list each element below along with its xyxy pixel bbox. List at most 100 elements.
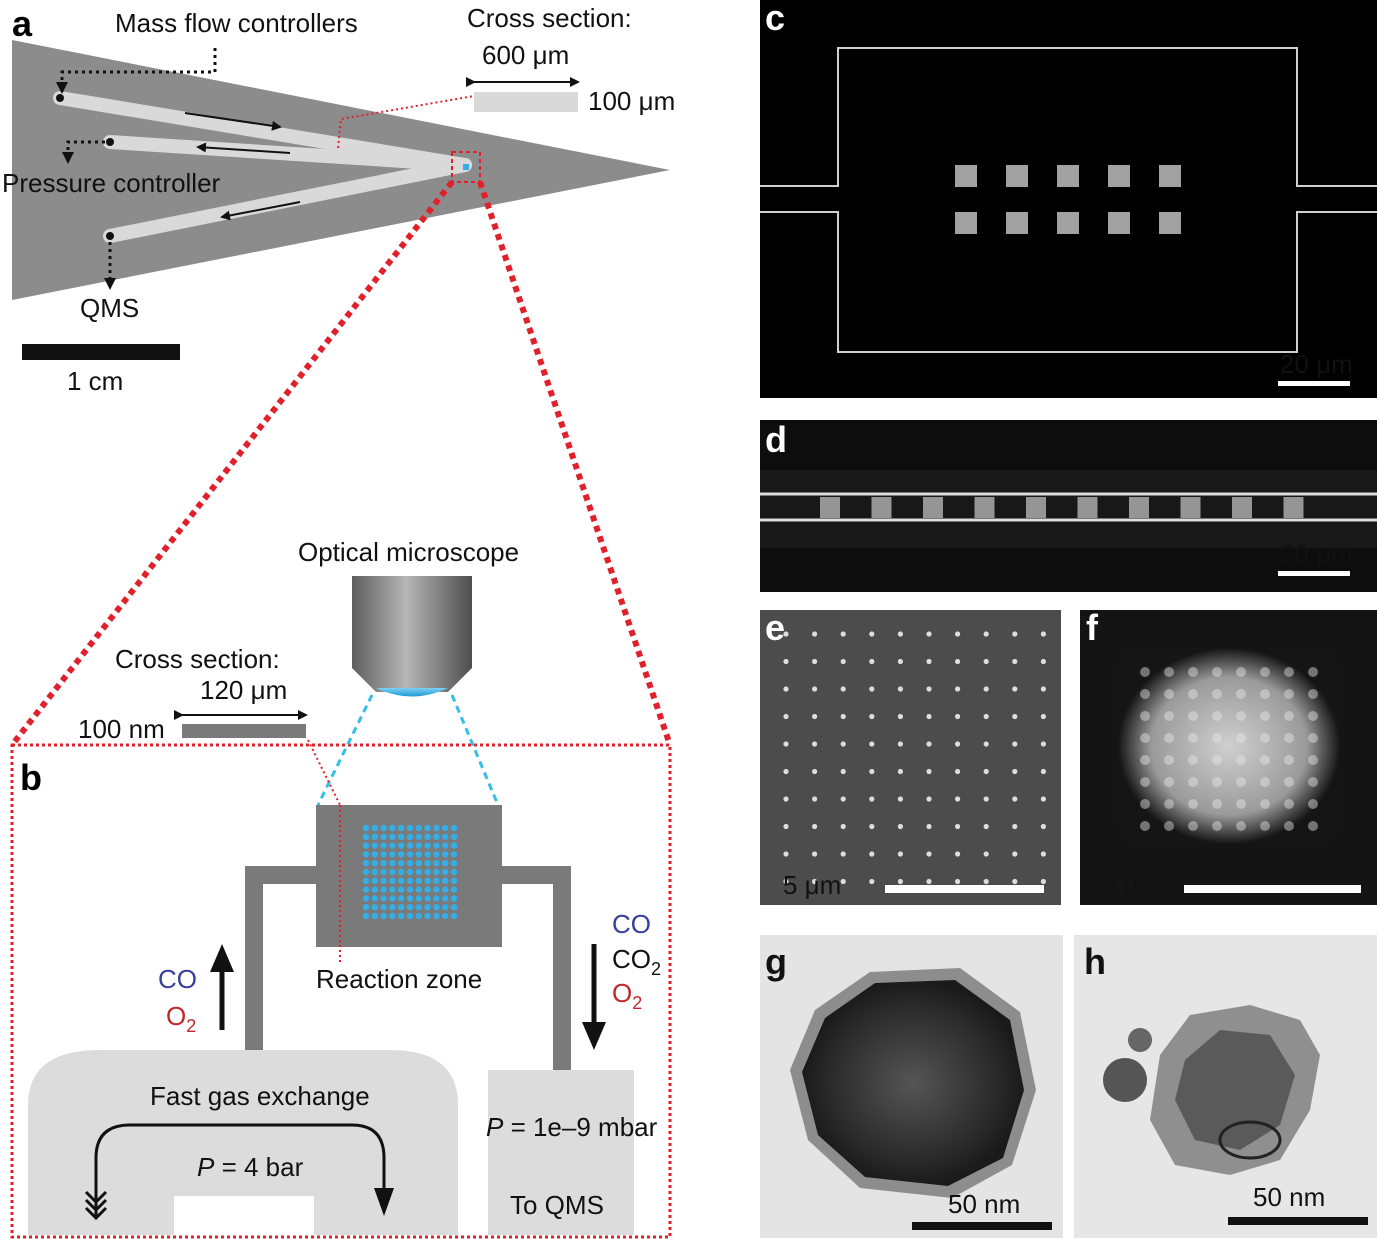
- fluorescence-spot: [1164, 777, 1174, 787]
- out-co2-label: CO2: [612, 944, 661, 979]
- sem-dot: [1040, 823, 1046, 830]
- nanoparticle-dot: [371, 860, 378, 867]
- sem-dot: [840, 823, 846, 830]
- particle-square: [1006, 165, 1028, 187]
- fluorescence-spot: [1236, 799, 1246, 809]
- sem-dot: [897, 631, 904, 637]
- panel-c-scale-label: 20 μm: [1280, 349, 1353, 379]
- nanoparticle-dot: [380, 895, 387, 902]
- cross-section-b-label: Cross section:: [115, 644, 280, 674]
- nanoparticle-dot: [406, 842, 414, 849]
- fluorescence-spot: [1236, 667, 1246, 677]
- fluorescence-spot: [1164, 711, 1174, 721]
- sem-dot: [840, 631, 846, 637]
- fluorescence-spot: [1212, 711, 1222, 721]
- nanoparticle-dot: [415, 877, 422, 884]
- fluorescence-spot: [1164, 821, 1174, 831]
- nanoparticle-dot: [415, 833, 422, 840]
- particle-square: [1108, 165, 1130, 187]
- microscope-label: Optical microscope: [298, 537, 519, 567]
- fluorescence-spot: [1236, 777, 1246, 787]
- panel-a: a Mass flow controllers Pressure control…: [2, 3, 675, 396]
- sem-dot: [869, 878, 875, 885]
- out-co-label: CO: [612, 909, 651, 939]
- sem-dot: [983, 631, 989, 637]
- nanoparticle-dot: [442, 851, 449, 858]
- sem-dot: [783, 686, 789, 692]
- nanoparticle-dot: [389, 824, 396, 832]
- nanoparticle-dot: [450, 868, 458, 876]
- nanoparticle-dot: [415, 824, 422, 832]
- sem-dot: [926, 713, 932, 720]
- fluorescence-spot: [1188, 777, 1198, 787]
- sem-dot: [869, 768, 875, 775]
- in-co-label: CO: [158, 964, 197, 994]
- cross-section-shape: [474, 92, 578, 112]
- nanoparticle-dot: [362, 824, 370, 832]
- fluorescence-spot: [1308, 777, 1318, 787]
- fluorescence-spot: [1140, 755, 1150, 765]
- sem-dot: [926, 741, 932, 747]
- nanoparticle-dot: [450, 842, 458, 849]
- nanoparticle-dot: [371, 904, 378, 911]
- panel-g-scale-bar: [912, 1222, 1052, 1230]
- sem-dot: [812, 741, 818, 747]
- nanoparticle: [802, 980, 1024, 1186]
- particle-square: [1006, 212, 1028, 234]
- objective-body: [352, 576, 472, 668]
- outlet-dot: [106, 232, 114, 240]
- nanoparticle-dot: [415, 886, 422, 893]
- gas-exchange-gap: [174, 1196, 314, 1235]
- fluorescence-spot: [1308, 821, 1318, 831]
- pressure-line: [62, 140, 105, 164]
- sem-dot: [1012, 713, 1018, 720]
- small-particle: [1103, 1058, 1147, 1102]
- sem-dot: [955, 851, 961, 857]
- nanoparticle-dot: [406, 868, 414, 876]
- sem-dot: [1040, 768, 1046, 775]
- nanoparticle-dot: [415, 895, 422, 902]
- sem-dot: [1012, 823, 1018, 830]
- nanoparticle-dot: [406, 860, 414, 867]
- nanoparticle-dot: [424, 851, 431, 858]
- fluorescence-spot: [1284, 733, 1294, 743]
- sem-dot: [783, 658, 789, 665]
- panel-e-letter: e: [765, 607, 785, 648]
- nanoparticle-dot: [362, 886, 370, 893]
- cluster-core: [1175, 1030, 1295, 1150]
- sem-dot: [983, 713, 989, 720]
- sem-dot: [783, 823, 789, 830]
- sem-dot: [812, 878, 818, 885]
- sem-dot: [983, 878, 989, 885]
- nanoparticle-dot: [406, 824, 414, 832]
- nanoparticle-dot: [424, 833, 431, 840]
- sem-dot: [1040, 741, 1046, 747]
- cross-section-label: Cross section:: [467, 3, 632, 33]
- nanoparticle-dot: [380, 868, 387, 876]
- fluorescence-spot: [1212, 821, 1222, 831]
- nanoparticle-dot: [415, 842, 422, 849]
- inlet-tube: [245, 866, 325, 1052]
- fluorescence-spot: [1212, 689, 1222, 699]
- particle-strip: [820, 497, 840, 518]
- nanoparticle-dot: [398, 886, 405, 893]
- sem-dot: [840, 713, 846, 720]
- in-o2-label: O2: [166, 1001, 196, 1036]
- particle-squares: [955, 165, 1181, 234]
- nanoparticle-dot: [433, 833, 440, 840]
- nanoparticle-dot: [433, 886, 440, 893]
- fluorescence-spot: [1212, 733, 1222, 743]
- nanoparticle-dot: [424, 842, 431, 849]
- nanoparticle-dot: [398, 842, 405, 849]
- particle-square: [1057, 165, 1079, 187]
- nanoparticle-dot: [380, 851, 387, 858]
- sem-dot: [926, 796, 932, 802]
- panel-e-scale-bar: [885, 885, 1044, 893]
- sem-dot: [840, 796, 846, 802]
- nanoparticle-dot: [406, 833, 414, 840]
- sem-dot: [869, 851, 875, 857]
- nanoparticle-dot: [406, 877, 414, 884]
- nanoparticle-dot: [415, 851, 422, 858]
- nanoparticle-dot: [371, 833, 378, 840]
- fluorescence-spot: [1188, 733, 1198, 743]
